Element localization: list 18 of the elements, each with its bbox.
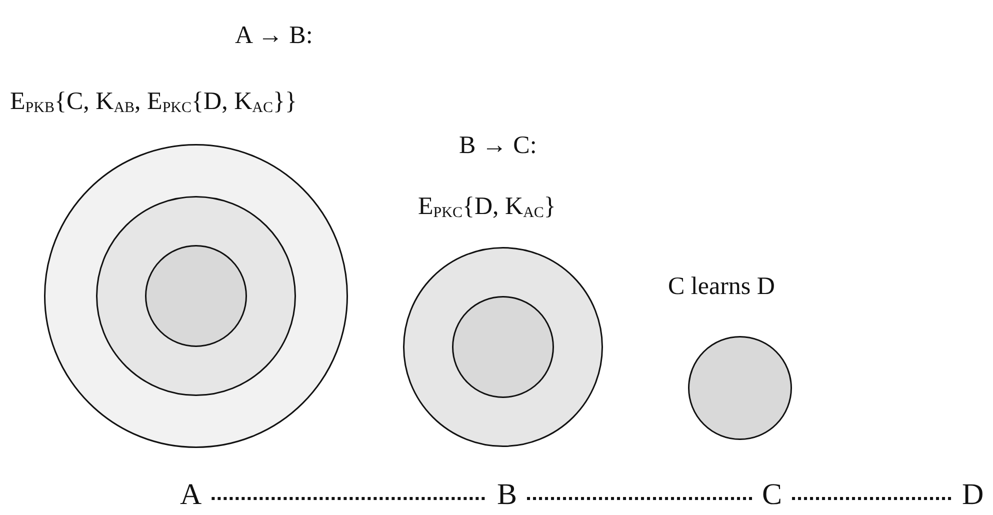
dotted-line: [212, 497, 487, 500]
message-formula: E$_{PKB}${C, K$_{AB}$, E$_{PKC}${D, K$_{AC}$}}: [10, 88, 297, 116]
dotted-line: [527, 497, 752, 500]
node-label: D: [962, 478, 984, 511]
message-formula: E$_{PKC}${D, K$_{AC}$}: [418, 193, 556, 222]
inner-circle: [452, 296, 554, 398]
step-heading: B → C:: [459, 132, 537, 160]
step-heading: A → B:: [235, 22, 313, 50]
step-heading: C learns D: [668, 273, 775, 300]
node-label: A: [180, 478, 202, 511]
outer-circle: [44, 144, 348, 448]
dotted-line: [792, 497, 952, 500]
node-label: C: [762, 478, 782, 511]
inner-circle: [688, 336, 792, 440]
outer-circle: [403, 247, 603, 447]
middle-circle: [96, 196, 296, 396]
inner-circle: [145, 245, 247, 347]
node-label: B: [497, 478, 518, 511]
